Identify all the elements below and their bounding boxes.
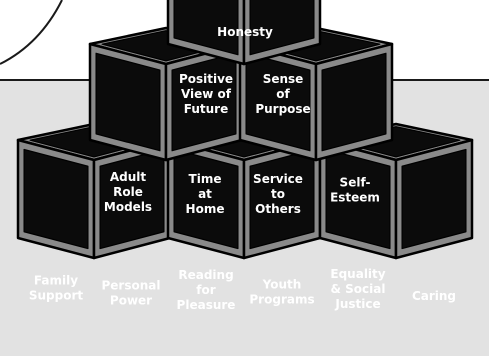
label-adult-role-models-line: Role — [113, 185, 143, 199]
label-self-esteem-line: Self- — [340, 176, 371, 190]
label-sense-of-purpose-line: Purpose — [255, 102, 310, 116]
label-personal-power-line: Personal — [102, 279, 161, 293]
label-positive-view-of-future-line: Positive — [179, 72, 233, 86]
label-reading-for-pleasure-line: Pleasure — [177, 298, 236, 312]
label-family-support-line: Family — [34, 274, 78, 288]
label-youth-programs-line: Programs — [249, 293, 314, 307]
label-caring-line: Caring — [412, 289, 456, 303]
corner-arc — [0, 0, 63, 65]
label-sense-of-purpose-line: Sense — [263, 72, 304, 86]
cube-middle-right-right — [314, 42, 394, 162]
cube-middle-left-right — [164, 42, 244, 162]
label-self-esteem-line: Esteem — [330, 191, 380, 205]
label-honesty-line: Honesty — [217, 25, 273, 39]
label-personal-power-line: Power — [110, 294, 152, 308]
label-reading-for-pleasure-line: for — [196, 283, 215, 297]
label-family-support-line: Support — [29, 289, 84, 303]
cube-top-right — [242, 0, 322, 66]
label-equality-social-justice-line: & Social — [331, 282, 386, 296]
cube-bottom-right-left — [318, 138, 398, 260]
label-equality-social-justice-line: Justice — [334, 297, 380, 311]
label-honesty: Honesty — [217, 25, 273, 39]
cube-top-left — [166, 0, 246, 66]
label-time-at-home-line: Home — [186, 202, 225, 216]
label-youth-programs-line: Youth — [262, 278, 302, 292]
cube-bottom-left-left — [16, 138, 96, 260]
label-service-to-others-line: to — [271, 187, 285, 201]
label-adult-role-models-line: Adult — [110, 170, 147, 184]
label-self-esteem: Self-Esteem — [330, 176, 380, 205]
label-sense-of-purpose-line: of — [276, 87, 290, 101]
cube-middle-right-left — [238, 42, 318, 162]
cube-bottom-middle-left — [166, 138, 246, 260]
label-reading-for-pleasure-line: Reading — [178, 268, 233, 282]
label-time-at-home-line: Time — [189, 172, 222, 186]
cube-bottom-right-right — [394, 138, 474, 260]
cube-layer — [16, 0, 474, 260]
label-caring: Caring — [412, 289, 456, 303]
label-service-to-others-line: Service — [253, 172, 303, 186]
label-positive-view-of-future-line: Future — [184, 102, 228, 116]
label-equality-social-justice-line: Equality — [330, 267, 385, 281]
label-service-to-others-line: Others — [255, 202, 301, 216]
label-positive-view-of-future-line: View of — [181, 87, 232, 101]
label-time-at-home-line: at — [198, 187, 212, 201]
label-adult-role-models-line: Models — [104, 200, 152, 214]
cube-middle-left-left — [88, 42, 168, 162]
